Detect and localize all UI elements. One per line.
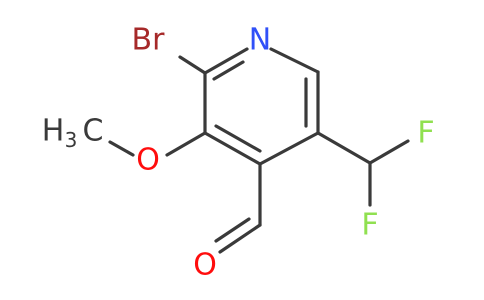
bonds — [108, 47, 410, 254]
atom-label-methyl-subscript: 3 — [65, 128, 78, 152]
bond-chf2-f-top — [368, 139, 410, 165]
atom-label-fluorine-top: F — [417, 116, 434, 151]
bond-n1-c2-inner — [212, 60, 245, 81]
bond-cho-o-inner — [214, 217, 251, 243]
atom-label-methyl-c: C — [83, 114, 104, 149]
bond-c3-o — [165, 131, 207, 157]
bond-n1-c2 — [203, 47, 249, 75]
atom-labels: N Br O H 3 C F F O — [42, 23, 435, 283]
bond-o-ch3 — [108, 140, 135, 157]
bond-c4-c5 — [258, 131, 320, 166]
atom-label-nitrogen: N — [249, 23, 271, 58]
bond-c2-br — [178, 55, 207, 75]
atom-label-methoxy-oxygen: O — [136, 143, 160, 178]
atom-label-bromine: Br — [132, 23, 166, 58]
bond-c3-c4 — [203, 131, 262, 166]
atom-label-aldehyde-oxygen: O — [193, 248, 217, 283]
atom-label-methyl-h: H — [42, 114, 65, 149]
atom-label-fluorine-bottom: F — [361, 208, 378, 243]
bond-c3-c4-inner — [214, 124, 262, 153]
bond-cho-o-outer — [218, 223, 262, 254]
bond-n1-c6 — [269, 47, 320, 74]
bond-c5-chf2 — [316, 131, 372, 165]
